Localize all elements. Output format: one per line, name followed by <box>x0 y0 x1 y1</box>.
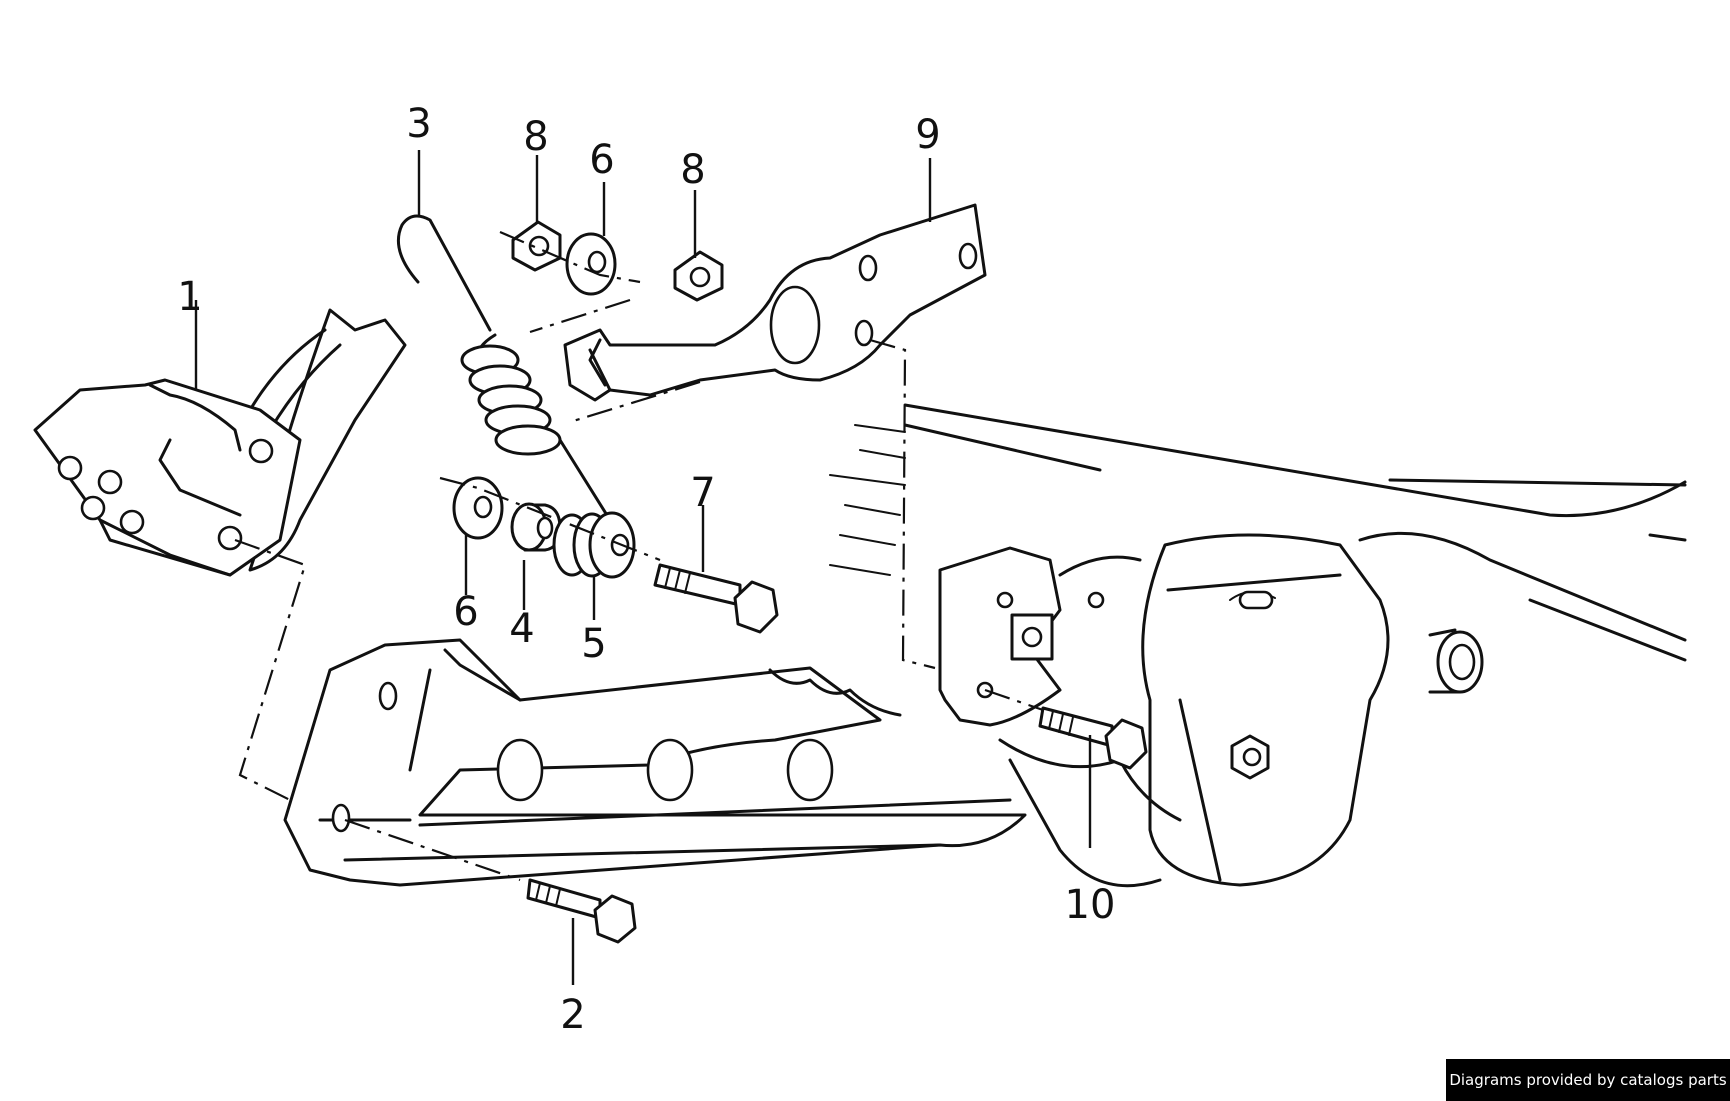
part-7-bolt <box>653 563 779 634</box>
callout-6-top: 6 <box>589 137 614 183</box>
axle-beam-assembly <box>829 403 1687 888</box>
part-6-washer-bottom <box>452 476 504 540</box>
part-10-bolt <box>1038 706 1148 770</box>
part-5-rubber-bushing <box>552 511 636 579</box>
callout-5: 5 <box>581 621 606 667</box>
callout-2: 2 <box>560 992 585 1038</box>
part-4-bushing <box>510 502 562 552</box>
callout-1: 1 <box>177 274 202 320</box>
lower-crossmember <box>283 638 1027 887</box>
callout-8-right: 8 <box>680 147 705 193</box>
callout-6-bottom: 6 <box>453 589 478 635</box>
assembly-centerlines <box>234 230 1044 882</box>
part-8-nut-left <box>511 220 562 272</box>
leader-lines <box>194 150 1092 985</box>
part-3-spring <box>396 214 612 522</box>
part-2-bolt <box>526 878 637 944</box>
part-8-nut-right <box>673 250 724 302</box>
part-1-bracket <box>33 308 407 577</box>
callout-8-left: 8 <box>523 114 548 160</box>
part-6-washer-top <box>565 232 617 296</box>
callout-7: 7 <box>690 470 715 516</box>
part-9-lever <box>563 203 987 402</box>
callout-10: 10 <box>1065 882 1116 928</box>
callout-3: 3 <box>406 101 431 147</box>
callout-4: 4 <box>509 606 534 652</box>
callout-labels: 1 2 3 4 5 6 6 7 8 8 9 10 <box>177 101 1115 1038</box>
credit-badge: Diagrams provided by catalogs parts <box>1446 1059 1730 1101</box>
callout-9: 9 <box>915 112 940 158</box>
